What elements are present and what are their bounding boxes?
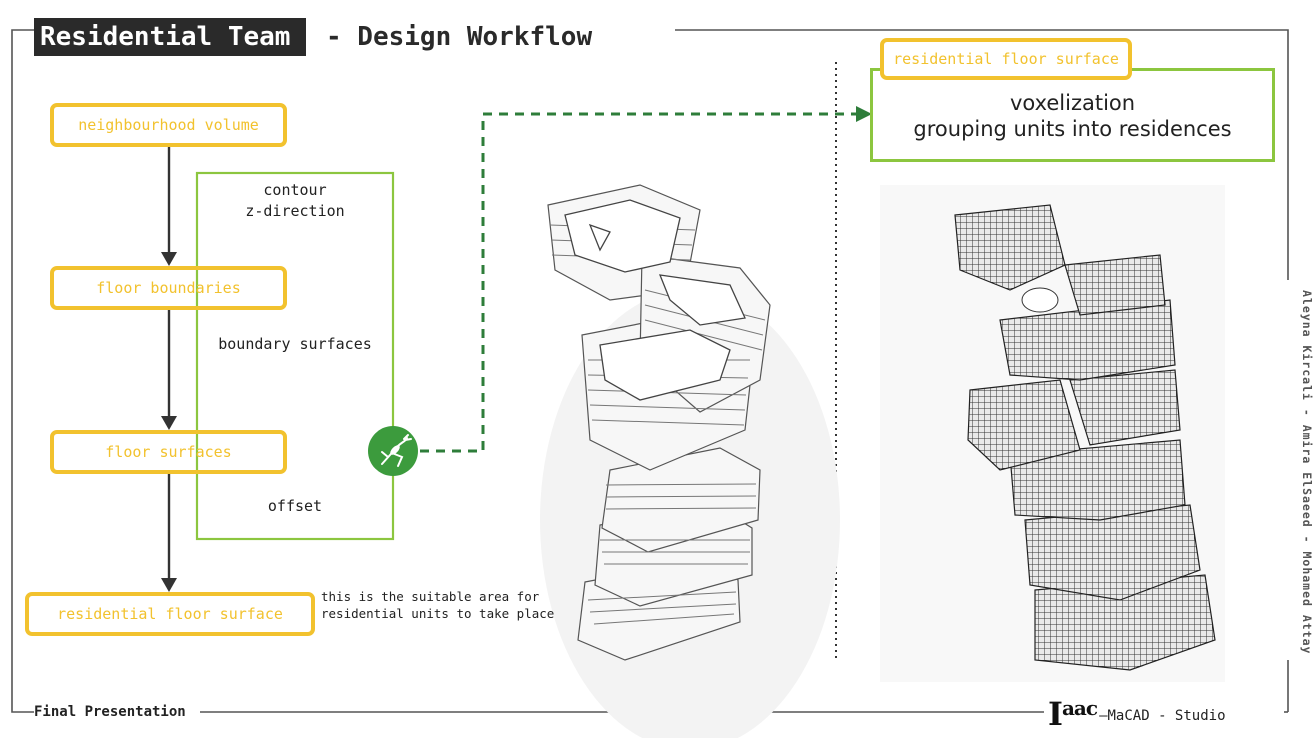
- grasshopper-icon: [368, 426, 418, 476]
- operation-offset: offset: [267, 497, 323, 515]
- step-label: floor boundaries: [96, 279, 241, 297]
- flow-arrows: [161, 147, 177, 592]
- dashed-connector: [420, 112, 858, 453]
- footer-studio: —MaCAD - Studio: [1099, 708, 1226, 724]
- footer-brand: Iaac —MaCAD - Studio: [1044, 690, 1230, 730]
- tower-render: [540, 184, 840, 738]
- process-grouping: grouping units into residences: [913, 117, 1232, 141]
- voxel-render: [880, 185, 1225, 682]
- operation-boundary-surfaces: boundary surfaces: [218, 335, 372, 353]
- input-residential-floor-surface: residential floor surface: [880, 38, 1132, 80]
- step-neighbourhood-volume: neighbourhood volume: [50, 103, 287, 147]
- step-floor-boundaries: floor boundaries: [50, 266, 287, 310]
- input-tag-label: residential floor surface: [893, 50, 1119, 68]
- author-credits: Aleyna Kircali - Amira ElSaeed - Mohamed…: [1300, 290, 1314, 655]
- step-floor-surfaces: floor surfaces: [50, 430, 287, 474]
- process-text: voxelization grouping units into residen…: [870, 90, 1275, 142]
- step-label: floor surfaces: [105, 443, 232, 461]
- iaac-logo: Iaac: [1048, 695, 1098, 733]
- residential-note: this is the suitable area for residentia…: [321, 589, 555, 621]
- process-voxelization: voxelization: [1009, 91, 1136, 115]
- footer-final-presentation: Final Presentation: [34, 704, 188, 720]
- page-title-highlight: Residential Team: [34, 18, 306, 56]
- step-residential-floor-surface: residential floor surface: [25, 592, 315, 636]
- step-label: residential floor surface: [57, 605, 283, 623]
- step-label: neighbourhood volume: [78, 116, 259, 134]
- operations-box: [195, 171, 395, 541]
- operation-contour: contour z-direction: [245, 181, 345, 220]
- page-title-rest: - Design Workflow: [326, 22, 593, 52]
